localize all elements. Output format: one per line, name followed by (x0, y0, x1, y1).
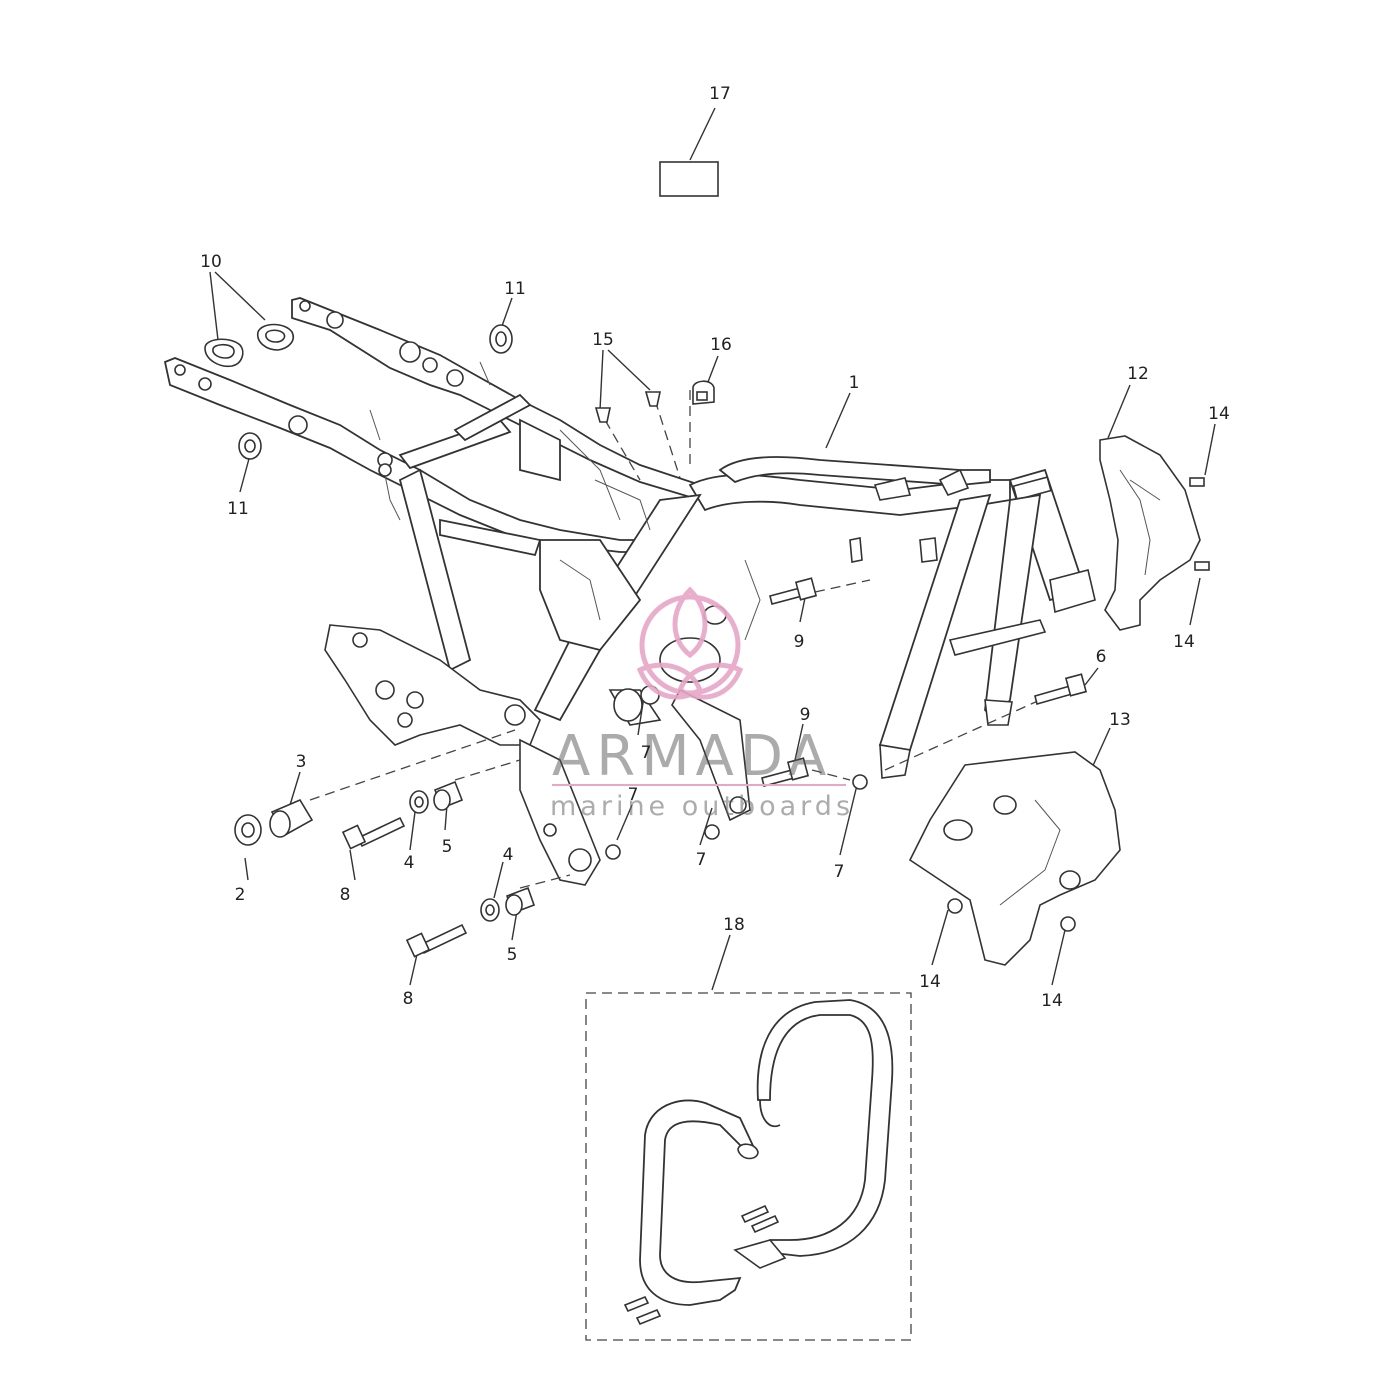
callout-15: 15 (592, 330, 614, 350)
callout-16: 16 (710, 335, 732, 355)
callout-labels: 17 10 11 11 15 16 1 12 14 14 9 6 13 9 3 … (200, 84, 1230, 1011)
callout-7: 7 (641, 743, 652, 763)
part-1-main-frame (163, 297, 1096, 886)
callout-6: 6 (1096, 647, 1107, 667)
callout-10: 10 (200, 252, 222, 272)
callout-1: 1 (849, 373, 860, 393)
callout-18: 18 (723, 915, 745, 935)
callout-2: 2 (235, 885, 246, 905)
callout-4: 4 (404, 853, 415, 873)
leader-lines (209, 271, 1216, 991)
callout-9: 9 (794, 632, 805, 652)
part-11-washers (238, 324, 513, 460)
callout-7: 7 (696, 850, 707, 870)
part-12-cover (1099, 435, 1210, 631)
callout-13: 13 (1109, 710, 1131, 730)
callout-11: 11 (227, 499, 249, 519)
callout-17: 17 (709, 84, 731, 104)
callout-3: 3 (296, 752, 307, 772)
callout-14: 14 (919, 972, 941, 992)
part-15-clips (594, 391, 661, 423)
callout-7: 7 (628, 785, 639, 805)
part-13-guard (908, 751, 1121, 966)
callout-14: 14 (1041, 991, 1063, 1011)
bolts (341, 577, 1088, 958)
watermark-tagline: marine outboards (550, 791, 854, 822)
callout-4: 4 (503, 845, 514, 865)
callout-8: 8 (340, 885, 351, 905)
watermark-emblem (636, 586, 744, 700)
spacers-and-nuts (234, 685, 868, 922)
part-18-engine-guard-kit (585, 992, 912, 1341)
part-10-grommets (204, 323, 294, 368)
callout-8: 8 (403, 989, 414, 1009)
callout-14: 14 (1173, 632, 1195, 652)
callout-5: 5 (442, 837, 453, 857)
alignment-dashes (309, 390, 1041, 889)
callout-14: 14 (1208, 404, 1230, 424)
watermark-brand: ARMADA (552, 724, 832, 789)
callout-7: 7 (834, 862, 845, 882)
callout-9: 9 (800, 705, 811, 725)
watermark-logo: ARMADA marine outboards (550, 586, 854, 822)
callout-12: 12 (1127, 364, 1149, 384)
callout-5: 5 (507, 945, 518, 965)
callout-11: 11 (504, 279, 526, 299)
part-17-label-plate (659, 107, 719, 197)
part-16-clamp (692, 380, 715, 405)
